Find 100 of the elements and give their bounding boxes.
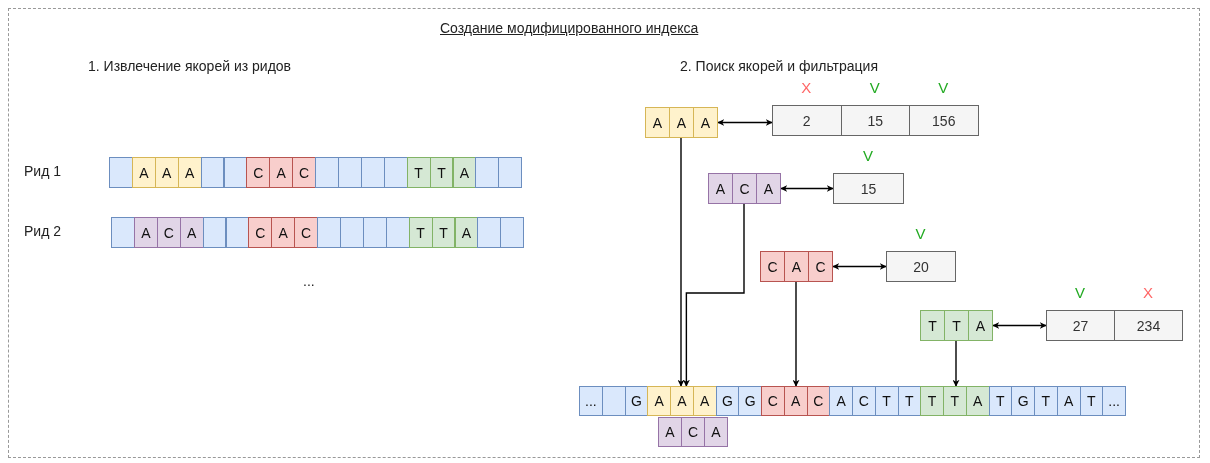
nucleotide-letter: C (767, 393, 778, 409)
empty-cell (225, 217, 250, 248)
sequence-cell (406, 157, 431, 188)
sequence-cell (1034, 386, 1058, 416)
double-arrow (717, 119, 773, 126)
nucleotide-letter: C (253, 164, 264, 181)
arrow (952, 340, 960, 387)
sequence-cell (1102, 386, 1126, 416)
sequence-cell (783, 386, 808, 416)
arrow (792, 281, 800, 387)
sequence-cell (579, 386, 603, 416)
position-number: 2 (802, 112, 811, 129)
sequence-cell (760, 251, 785, 282)
nucleotide-letter: A (715, 180, 726, 197)
nucleotide-letter: A (677, 393, 687, 409)
nucleotide-letter: A (1063, 393, 1074, 409)
nucleotide-letter: T (905, 393, 914, 409)
sequence-cell (784, 251, 809, 282)
sequence-cell (920, 386, 944, 416)
sequence-cell (874, 386, 899, 416)
sequence-cell (988, 386, 1013, 416)
nucleotide-letter: A (790, 393, 801, 409)
sequence-cell (670, 386, 694, 416)
empty-cell (340, 217, 364, 248)
empty-cell (383, 157, 408, 188)
nucleotide-letter: T (950, 393, 960, 409)
sequence-cell (669, 107, 694, 138)
nucleotide-letter: G (744, 393, 756, 409)
read-label: Рид 1 (24, 163, 61, 179)
empty-cell (360, 157, 385, 188)
nucleotide-letter: T (996, 393, 1005, 409)
nucleotide-letter: T (416, 224, 425, 241)
empty-cell (477, 217, 502, 248)
sequence-cell (965, 386, 990, 416)
position-number: 156 (932, 112, 956, 129)
sequence-cell (715, 386, 740, 416)
sequence-cell (248, 217, 273, 248)
empty-cell (498, 157, 523, 188)
nucleotide-letter: T (1041, 393, 1051, 409)
empty-cell (317, 217, 341, 248)
sequence-cell (269, 157, 294, 188)
nucleotide-letter: C (687, 424, 699, 440)
nucleotide-letter: A (763, 180, 774, 197)
sequence-cell (756, 173, 781, 204)
nucleotide-letter: A (711, 424, 721, 440)
nucleotide-letter: T (928, 317, 937, 334)
empty-cell (338, 157, 362, 188)
nucleotide-letter: A (699, 393, 710, 409)
filter-mark: X (801, 79, 812, 96)
position-cell (1046, 310, 1115, 341)
filter-mark: V (863, 147, 873, 164)
sequence-cell (693, 107, 718, 138)
empty-cell (315, 157, 339, 188)
double-arrow (780, 185, 834, 192)
sequence-cell (452, 157, 477, 188)
filter-mark: V (938, 79, 949, 96)
sequence-cell (829, 386, 853, 416)
sequence-cell (292, 157, 317, 188)
position-number: 15 (860, 180, 877, 197)
nucleotide-letter: C (255, 224, 266, 241)
double-arrow (832, 263, 887, 270)
nucleotide-letter: A (665, 424, 675, 440)
empty-cell (223, 157, 248, 188)
sequence-cell (681, 417, 705, 447)
diagram-title: Создание модифицированного индекса (440, 20, 699, 36)
sequence-cell (658, 417, 682, 447)
empty-cell (202, 217, 227, 248)
sequence-cell (177, 157, 202, 188)
empty-cell (500, 217, 525, 248)
nucleotide-letter: A (791, 258, 802, 275)
sequence-cell (944, 310, 969, 341)
empty-cell (111, 217, 135, 248)
empty-cell (385, 217, 410, 248)
sequence-cell (647, 386, 671, 416)
sequence-cell (738, 386, 762, 416)
section-heading: 2. Поиск якорей и фильтрация (680, 58, 878, 74)
position-number: 15 (867, 112, 884, 129)
nucleotide-letter: A (141, 224, 151, 241)
position-number: 27 (1072, 317, 1089, 334)
empty-cell (362, 217, 387, 248)
filter-mark: X (1143, 284, 1153, 301)
arrow (682, 203, 745, 387)
nucleotide-letter: T (414, 164, 423, 181)
sequence-cell (704, 417, 728, 447)
position-cell (840, 105, 910, 136)
sequence-cell (133, 217, 158, 248)
sequence-cell (429, 157, 454, 188)
nucleotide-letter: A (184, 164, 195, 181)
empty-cell (601, 386, 626, 416)
nucleotide-letter: T (437, 164, 446, 181)
position-cell (833, 173, 904, 204)
position-number: 20 (913, 258, 929, 275)
sequence-cell (692, 386, 717, 416)
nucleotide-letter: T (439, 224, 448, 241)
sequence-cell (1079, 386, 1104, 416)
filter-mark: V (869, 79, 880, 96)
nucleotide-letter: A (836, 393, 846, 409)
nucleotide-letter: G (1017, 393, 1029, 409)
position-cell (772, 105, 842, 136)
sequence-cell (156, 217, 181, 248)
